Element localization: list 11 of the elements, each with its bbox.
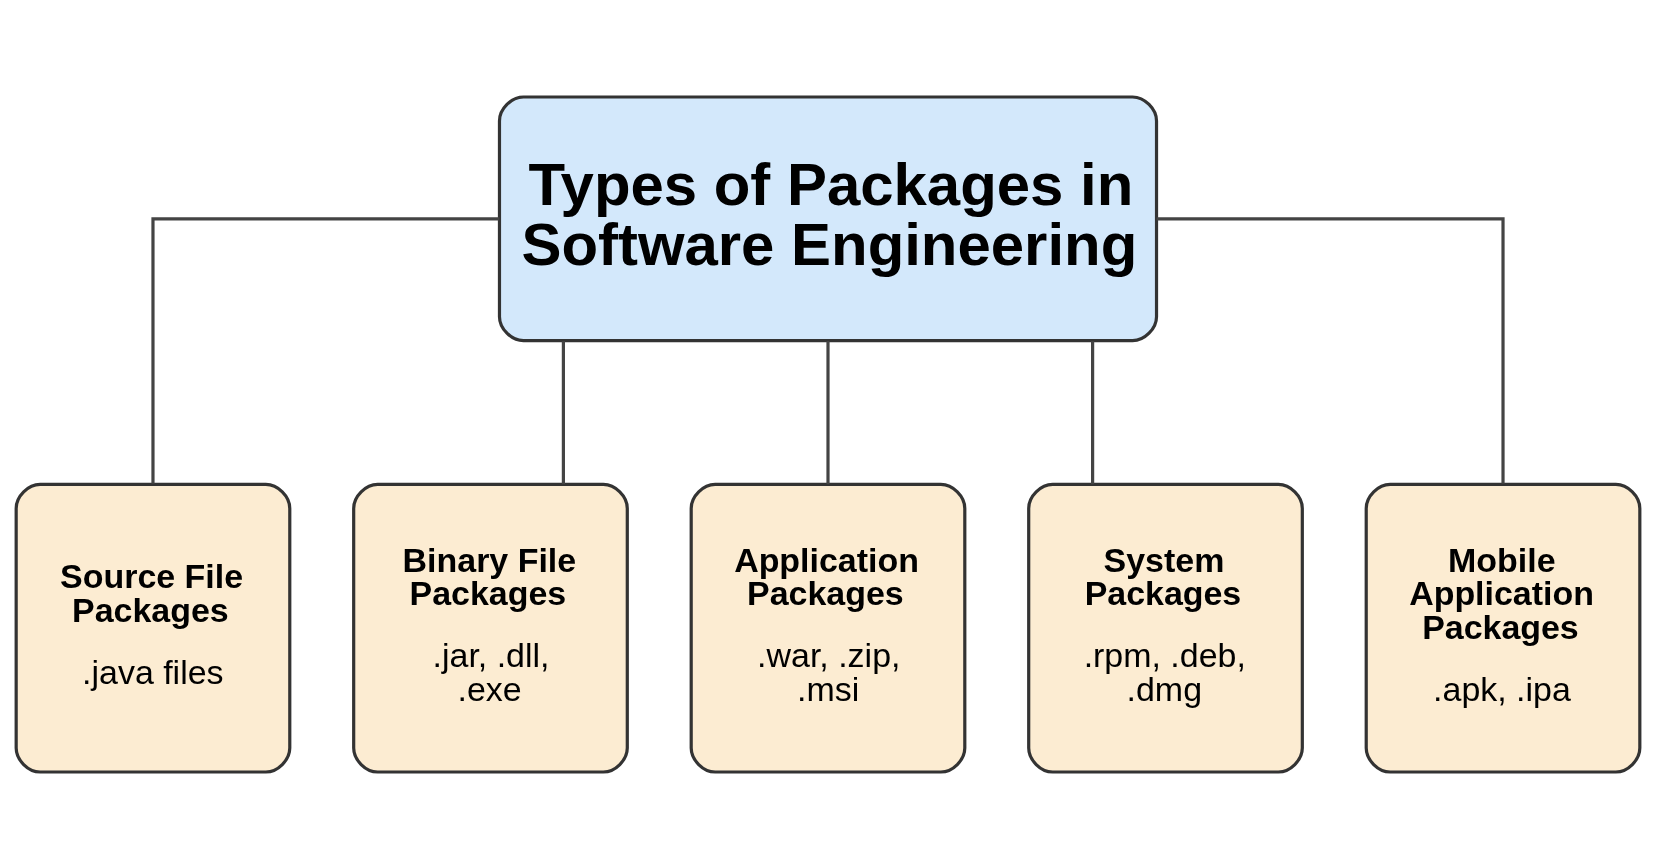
node-box: Application Packages .war, .zip, .msi <box>689 482 967 774</box>
node-box: Binary File Packages .jar, .dll, .exe <box>352 482 629 774</box>
connector <box>1156 216 1505 484</box>
node-box: System Packages .rpm, .deb, .dmg <box>1027 482 1304 774</box>
node-box: Source File Packages .java files <box>14 482 292 774</box>
connector <box>1091 340 1095 484</box>
connector <box>151 216 500 484</box>
node-box: Mobile Application Packages .apk, .ipa <box>1364 482 1642 774</box>
connector <box>561 340 565 484</box>
connector <box>826 340 830 484</box>
node-box: Types of Packages in Software Engineering <box>497 94 1159 342</box>
